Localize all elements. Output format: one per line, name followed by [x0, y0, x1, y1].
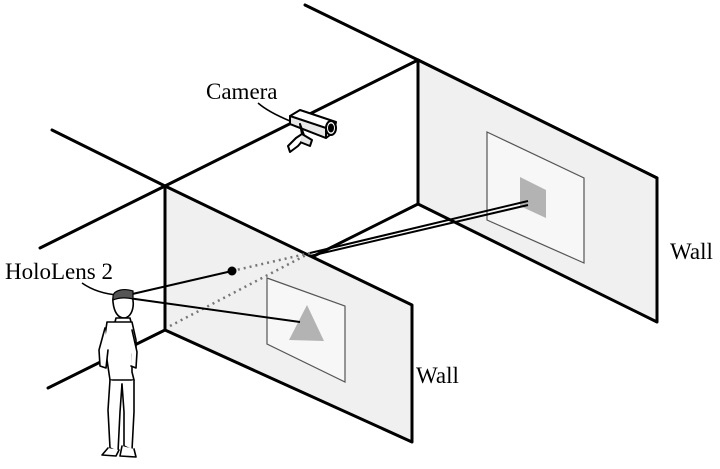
left-wall: [163, 184, 414, 444]
dotted-line-upper: [231, 251, 311, 273]
ray-to-point: [127, 270, 233, 296]
right-wall-label: Wall: [670, 239, 713, 264]
right-ceiling-edge-back: [303, 3, 420, 62]
left-ceiling-edge-back: [50, 128, 167, 188]
dotted-line-lower: [169, 251, 311, 328]
gaze-point: [227, 266, 237, 276]
hololens-headset-icon: [112, 289, 134, 301]
right-wall: [416, 58, 659, 324]
camera-leader-line: [257, 102, 291, 122]
hololens-label: HoloLens 2: [5, 259, 113, 284]
ray-to-left-display: [127, 297, 301, 323]
dotted-projections: [169, 251, 311, 328]
gaze-rays: [127, 200, 529, 323]
left-ceiling-edge-front: [38, 184, 167, 250]
person-icon: [98, 290, 138, 458]
ray-to-right-display-1: [309, 200, 529, 254]
camera-label: Camera: [206, 79, 278, 104]
ray-to-right-display-2: [309, 204, 529, 257]
camera-icon: [287, 109, 337, 153]
left-wall-label: Wall: [416, 363, 459, 388]
hololens-leader-line: [81, 282, 119, 296]
right-square-target: [520, 177, 546, 218]
left-triangle-target: [289, 305, 324, 341]
